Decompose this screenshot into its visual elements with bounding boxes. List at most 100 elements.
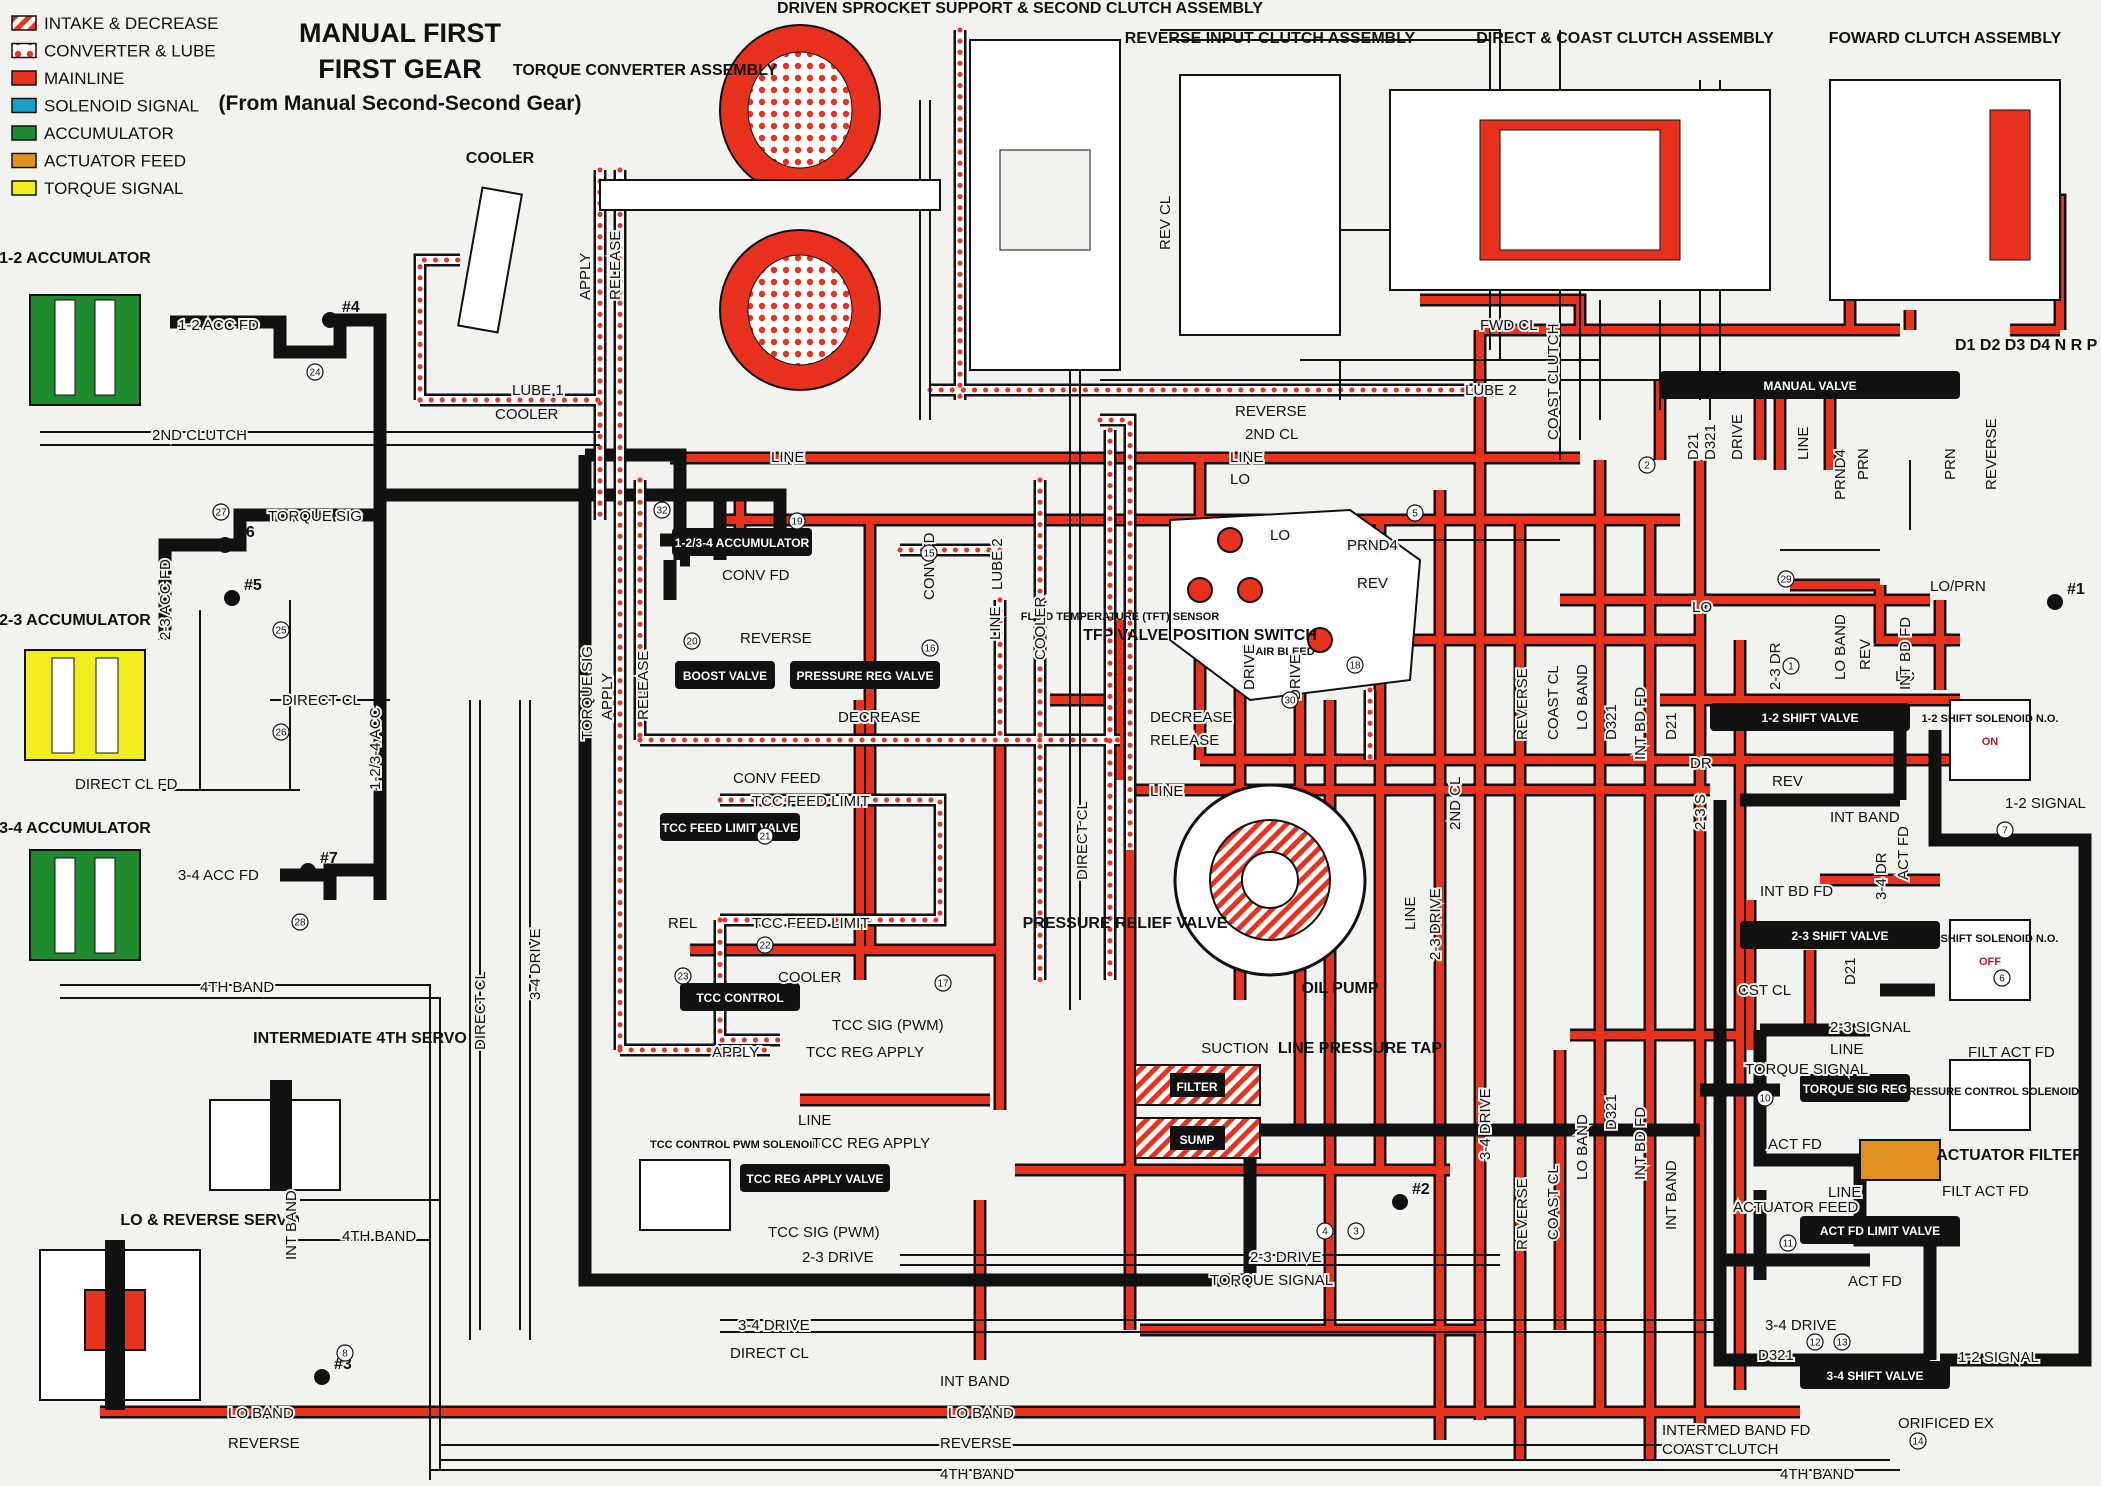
orifice-number: 7 [2002,826,2008,837]
passage-label-coast-cl: COAST CL [1545,665,1562,740]
passage-label-reverse: REVERSE [1983,418,2000,490]
passage-label-lube2: LUBE 2 [989,538,1006,590]
orifice: 20 [683,632,701,650]
passage-label-line: LINE [1230,449,1263,466]
passage-label-prn: PRN [1942,448,1959,480]
checkball-dot [1392,1194,1408,1210]
orifice-number: 29 [1780,575,1792,586]
passage-label-drive-23: 2-3 DRIVE [1427,888,1444,960]
legend-swatch [11,42,37,59]
orifice-number: 3 [1353,1227,1359,1238]
orifice: 15 [920,544,938,562]
passage-label-reverse: REVERSE [940,1435,1012,1452]
sump-label: SUMP [1180,1133,1215,1147]
passage-label-release: RELEASE [635,651,652,720]
valve-manual: MANUAL VALVE [1660,371,1960,399]
pressure-relief-label: PRESSURE RELIEF VALVE [1023,915,1228,932]
passage-label-line: LINE [1150,783,1183,800]
checkballs: #1#2#3#4#5#6#7 [217,299,2085,1385]
passage-label-lo-band: LO BAND [1574,664,1591,730]
passage-label-dr-34: 3-4 DR [1873,852,1890,900]
orifice-number: 13 [1836,1338,1848,1349]
legend-swatch [11,15,37,31]
passage-label-lube2: LUBE 2 [1465,382,1517,399]
orifice: 25 [272,621,290,639]
orifice-ring [674,967,692,985]
orifice-number: 28 [294,918,306,929]
passage-label-drive-34: 3-4 DRIVE [1477,1088,1494,1160]
orifice-ring [1638,456,1656,474]
legend-label: ACCUMULATOR [44,124,174,143]
passage-label-lube1: LUBE 1 [512,382,564,399]
passage-label-tcc-sig-pwm: TCC SIG (PWM) [832,1017,944,1034]
passage-label-drive-34: 3-4 DRIVE [1765,1317,1837,1334]
checkball-label: #7 [320,850,338,867]
passage-label-torque-signal: TORQUE SIGNAL [1745,1061,1868,1078]
orifice-number: 1 [1788,662,1794,673]
passage-label-int-bd-fd: INT BD FD [1632,1107,1649,1180]
passage-label-int-band: INT BAND [283,1190,300,1260]
valve-label: 2-3 SHIFT VALVE [1792,929,1889,943]
shift-solenoid-12: 1-2 SHIFT SOLENOID N.O. ON [1922,699,2058,781]
valve-label: 1-2/3-4 ACCUMULATOR [675,536,810,550]
passage-label-direct-cl-fd: DIRECT CL FD [75,776,178,793]
passage-label-acc-34-fd: 3-4 ACC FD [178,867,259,884]
shift-solenoid-23: 2-3 SHIFT SOLENOID N.O. OFF [1922,919,2059,1001]
legend-swatch [11,152,37,169]
passage-label-torque-sig: TORQUE SIG [579,646,596,740]
passage-label-tcc-feed-limit: TCC FEED LIMIT [752,915,870,932]
passage-label-second-clutch: 2ND CLUTCH [152,427,247,444]
passage-label-dr-23: 2-3 DR [1767,642,1784,690]
passage-label-dr: DR [1690,755,1712,772]
passage-label-prnd4: PRND4 [1832,449,1849,500]
valve-label: TCC REG APPLY VALVE [746,1172,883,1186]
passage-label-band-4th: 4TH BAND [200,979,274,996]
passage-label-line: LINE [771,449,804,466]
passage-label-direct-cl: DIRECT CL [1074,801,1091,880]
forward-clutch: FOWARD CLUTCH ASSEMBLY [1829,30,2062,301]
valve-act-fd-limit: ACT FD LIMIT VALVE [1800,1216,1960,1244]
title-line-1: MANUAL FIRST [299,18,501,48]
valve-boost: BOOST VALVE [675,661,775,689]
lo-servo-label: LO & REVERSE SERVO [120,1212,299,1229]
orifice-number: 22 [759,941,771,952]
valve-shift-34: 3-4 SHIFT VALVE [1800,1361,1950,1389]
orifice-ring [1779,1234,1797,1252]
passage-label-line: LINE [1828,1184,1861,1201]
orifice-ring [272,621,290,639]
passage-label-torque-signal: TORQUE SIGNAL [1210,1272,1333,1289]
orifice-ring [306,363,324,381]
checkball: #2 [1392,1181,1430,1210]
forward-clutch-label: FOWARD CLUTCH ASSEMBLY [1829,30,2062,47]
tfp-label: TFP VALVE POSITION SWITCH [1083,627,1317,644]
orifice: 24 [306,363,324,381]
valve-shift-23: 2-3 SHIFT VALVE [1740,921,1940,949]
valve-body [675,661,775,689]
passage-label-d21: D21 [1663,712,1680,740]
sol-23-label: 2-3 SHIFT SOLENOID N.O. [1922,933,2059,945]
sol-12-state: ON [1982,736,1999,748]
passage-label-line: LINE [1830,1041,1863,1058]
passage-label-orificed-ex: ORIFICED EX [1898,1415,1994,1432]
orifice: 2 [1638,456,1656,474]
orifice-ring [1777,570,1795,588]
orifice-ring [1782,657,1800,675]
legend-label: TORQUE SIGNAL [44,179,184,198]
passage-label-direct-cl: DIRECT CL [282,692,361,709]
passage-label-tcc-reg-apply: TCC REG APPLY [806,1044,924,1061]
orifice-ring [683,632,701,650]
legend-swatch [11,180,37,196]
passage-label-conv-fd: CONV FD [921,532,938,600]
orifice-ring [788,512,806,530]
checkball-label: #1 [2067,581,2085,598]
passage-label-lo-band: LO BAND [948,1405,1014,1422]
passage-label-apply: APPLY [599,673,616,720]
orifice-number: 23 [677,972,689,983]
passage-label-cooler: COOLER [495,406,559,423]
passage-label-rev-short: REV [1772,773,1803,790]
passage-label-direct-cl: DIRECT CL [472,971,489,1050]
accumulator-3-4: 3-4 ACCUMULATOR [0,820,151,961]
orifice-ring [653,501,671,519]
